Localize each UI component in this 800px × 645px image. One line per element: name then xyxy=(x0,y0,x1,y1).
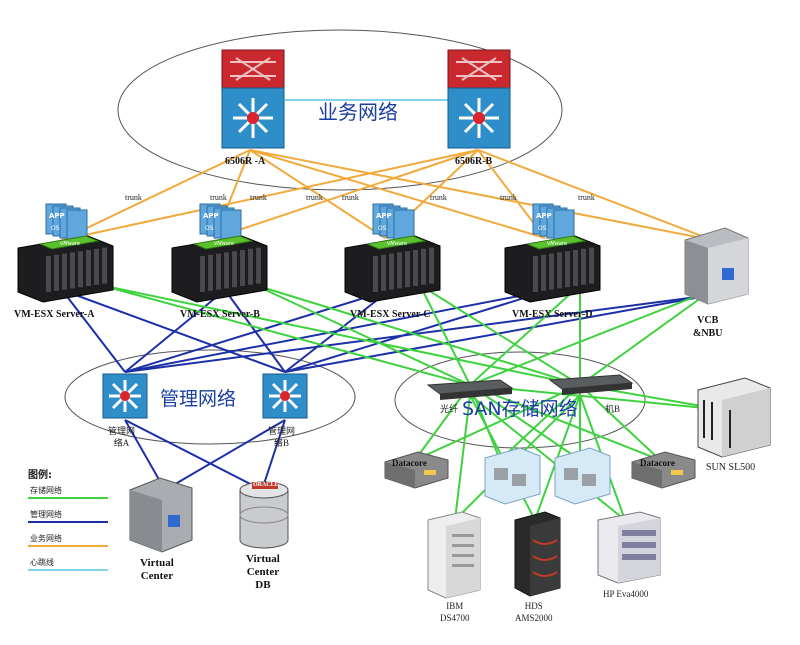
vmware-label: VMware xyxy=(60,241,80,247)
core-switch-b-label: 6506R-B xyxy=(455,156,493,167)
san-network-title: SAN存储网络 xyxy=(462,398,578,420)
trunk-label: trunk xyxy=(250,193,267,202)
core-switch-b xyxy=(447,49,511,149)
management-network-ellipse xyxy=(64,349,356,445)
esx-server-c: APP OS VMware xyxy=(344,203,441,303)
server-c-label: VM-ESX Server-C xyxy=(350,309,431,320)
legend: 图例: 存储网络 管理网络 业务网络 心跳线 xyxy=(28,466,108,581)
legend-swatch xyxy=(28,545,108,547)
vmware-label: VMware xyxy=(214,241,234,247)
datacore-left xyxy=(384,451,449,489)
san-switch-a-label: 光纤 xyxy=(440,404,459,414)
esx-server-d: APP OS VMware xyxy=(504,203,601,303)
hp-label: HP Eva4000 xyxy=(603,589,649,599)
vm-card-os-label: OS xyxy=(51,225,60,232)
datacore-left-label: Datacore xyxy=(392,458,427,468)
trunk-label: trunk xyxy=(210,193,227,202)
business-network-title: 业务网络 xyxy=(318,100,398,124)
virtual-center-db xyxy=(239,481,289,549)
vcb-label: VCB&NBU xyxy=(693,315,723,339)
vmware-base xyxy=(525,235,587,250)
vm-card-os-label: OS xyxy=(538,225,547,232)
trunk-label: trunk xyxy=(430,193,447,202)
hds-ams2000 xyxy=(514,511,561,597)
trunk-label: trunk xyxy=(578,193,595,202)
esx-server-a: APP OS VMware xyxy=(17,203,114,303)
legend-item-management: 管理网络 xyxy=(28,509,108,533)
vmware-base xyxy=(365,235,427,250)
mgmt-switch-a xyxy=(102,373,148,419)
business-network-ellipse xyxy=(117,29,563,191)
vm-card-app-label: APP xyxy=(49,212,65,220)
sun-sl500-label: SUN SL500 xyxy=(706,462,756,473)
storage-cluster-right xyxy=(554,447,611,505)
oracle-logo-text: ORACLE xyxy=(253,482,279,488)
vmware-base xyxy=(38,235,100,250)
datacore-right xyxy=(631,451,696,489)
legend-swatch xyxy=(28,497,108,499)
legend-item-heartbeat: 心跳线 xyxy=(28,557,108,581)
san-switch-b-label: 机B xyxy=(605,404,621,414)
storage-cluster-left xyxy=(484,447,541,505)
business-links xyxy=(61,149,713,241)
hp-eva4000 xyxy=(597,511,661,584)
vm-card-app-label: APP xyxy=(203,212,219,220)
vmware-label: VMware xyxy=(387,241,407,247)
core-switch-a xyxy=(221,49,285,149)
vm-card xyxy=(553,209,575,241)
server-a-label: VM-ESX Server-A xyxy=(14,309,95,320)
vm-card-os-label: OS xyxy=(378,225,387,232)
trunk-label: trunk xyxy=(342,193,359,202)
vmware-base xyxy=(192,235,254,250)
esx-server-b: APP OS VMware xyxy=(171,203,268,303)
vm-card-os-label: OS xyxy=(205,225,214,232)
legend-swatch xyxy=(28,521,108,523)
mgmt-switch-b xyxy=(262,373,308,419)
san-switch-a xyxy=(426,379,514,400)
legend-swatch xyxy=(28,569,108,571)
vm-card xyxy=(393,209,415,241)
trunk-label: trunk xyxy=(500,193,517,202)
legend-item-business: 业务网络 xyxy=(28,533,108,557)
trunk-label: trunk xyxy=(306,193,323,202)
vm-card xyxy=(220,209,242,241)
management-network-title: 管理网络 xyxy=(160,388,237,410)
datacore-right-label: Datacore xyxy=(640,458,675,468)
server-b-label: VM-ESX Server-B xyxy=(180,309,260,320)
server-d-label: VM-ESX Server-D xyxy=(512,309,593,320)
sun-sl500 xyxy=(697,377,771,458)
vm-card-app-label: APP xyxy=(376,212,392,220)
virtual-center-server xyxy=(129,477,193,553)
vm-card xyxy=(66,209,88,241)
trunk-label: trunk xyxy=(125,193,142,202)
legend-item-storage: 存储网络 xyxy=(28,485,108,509)
legend-title: 图例: xyxy=(28,470,52,481)
core-switch-a-label: 6506R -A xyxy=(225,156,266,167)
vmware-label: VMware xyxy=(547,241,567,247)
ibm-ds4700 xyxy=(427,511,481,599)
mgmt-switch-a-label: 管理网络A xyxy=(108,426,136,448)
san-switch-b xyxy=(548,374,634,395)
vm-card-app-label: APP xyxy=(536,212,552,220)
mgmt-switch-b-label: 管理网络B xyxy=(268,426,296,448)
vcb-server xyxy=(684,227,749,305)
